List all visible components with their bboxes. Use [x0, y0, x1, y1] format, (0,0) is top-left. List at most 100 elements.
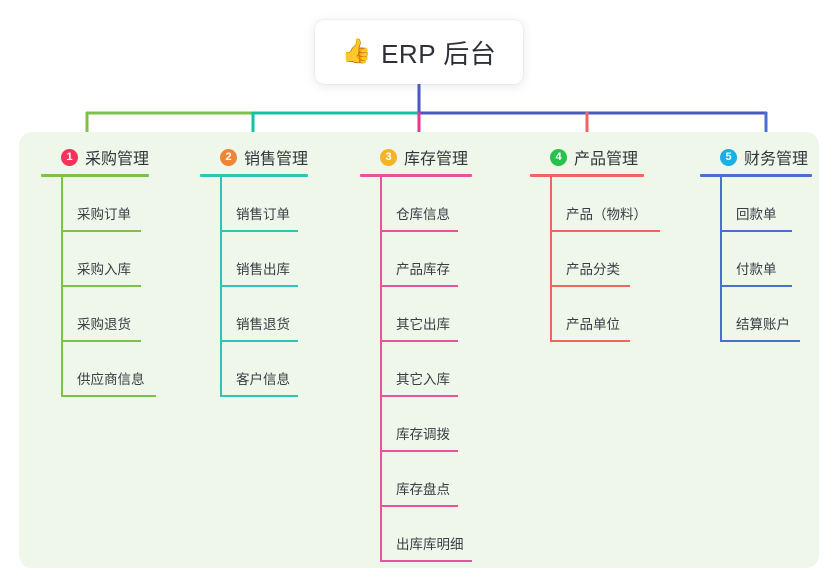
leaf-node-rule	[220, 395, 298, 397]
leaf-node-rule	[550, 230, 660, 232]
branch-title-2: 销售管理	[244, 151, 309, 168]
leaf-node[interactable]: 回款单	[700, 177, 812, 232]
leaf-node[interactable]: 产品单位	[530, 287, 644, 342]
branch-column-4: 4 产品管理产品（物料） 产品分类产品单位	[530, 144, 660, 342]
leaf-node-rule	[380, 340, 458, 342]
root-node-title: ERP 后台	[381, 38, 497, 69]
branch-badge-4: 4	[550, 148, 567, 166]
leaf-node-label: 仓库信息	[396, 207, 450, 222]
branch-header-1[interactable]: 1 采购管理	[41, 144, 149, 170]
branch-title-1: 采购管理	[85, 151, 150, 168]
leaf-node[interactable]: 采购订单	[41, 177, 149, 232]
leaf-node[interactable]: 其它出库	[360, 287, 472, 342]
branch-badge-3: 3	[380, 148, 397, 166]
branch-column-5: 5 财务管理回款单付款单结算账户	[700, 144, 812, 342]
branch-body-5: 回款单付款单结算账户	[700, 177, 812, 342]
branch-column-2: 2 销售管理销售订单销售出库销售退货客户信息	[200, 144, 308, 397]
branch-rule-5	[700, 174, 812, 177]
branch-body-3: 仓库信息产品库存其它出库其它入库库存调拨库存盘点出库库明细	[360, 177, 472, 562]
leaf-node-label: 产品单位	[566, 317, 620, 332]
leaf-node[interactable]: 销售退货	[200, 287, 308, 342]
leaf-node-rule	[61, 230, 141, 232]
root-node[interactable]: 👍 ERP 后台	[315, 20, 523, 84]
leaf-node-label: 付款单	[736, 262, 777, 277]
leaf-node[interactable]: 结算账户	[700, 287, 812, 342]
leaf-node-rule	[380, 505, 458, 507]
branch-spine-4	[550, 177, 552, 342]
leaf-node-label: 销售出库	[236, 262, 290, 277]
leaf-node-rule	[380, 450, 458, 452]
leaf-node-label: 销售退货	[236, 317, 290, 332]
branch-badge-1: 1	[61, 148, 78, 166]
leaf-node[interactable]: 付款单	[700, 232, 812, 287]
leaf-node[interactable]: 销售出库	[200, 232, 308, 287]
leaf-node-rule	[61, 285, 141, 287]
branch-rule-3	[360, 174, 472, 177]
branch-badge-2: 2	[220, 148, 237, 166]
branch-spine-3	[380, 177, 382, 562]
leaf-node[interactable]: 仓库信息	[360, 177, 472, 232]
leaf-node-rule	[380, 285, 458, 287]
branch-body-2: 销售订单销售出库销售退货客户信息	[200, 177, 308, 397]
branch-rule-1	[41, 174, 149, 177]
branch-badge-5: 5	[720, 148, 737, 166]
leaf-node-rule	[61, 395, 156, 397]
branch-column-1: 1 采购管理采购订单采购入库采购退货供应商信息	[41, 144, 156, 397]
leaf-node[interactable]: 出库库明细	[360, 507, 472, 562]
thumbs-up-icon: 👍	[341, 38, 373, 65]
leaf-node[interactable]: 采购入库	[41, 232, 149, 287]
branch-spine-1	[61, 177, 63, 397]
leaf-node[interactable]: 销售订单	[200, 177, 308, 232]
leaf-node-label: 其它出库	[396, 317, 450, 332]
leaf-node-rule	[380, 230, 458, 232]
leaf-node-label: 销售订单	[236, 207, 290, 222]
leaf-node-label: 出库库明细	[396, 537, 464, 552]
leaf-node-rule	[380, 395, 458, 397]
leaf-node-label: 回款单	[736, 207, 777, 222]
leaf-node-rule	[720, 230, 792, 232]
branches-panel	[19, 132, 819, 568]
branch-spine-2	[220, 177, 222, 397]
leaf-node-label: 采购退货	[77, 317, 131, 332]
leaf-node[interactable]: 其它入库	[360, 342, 472, 397]
leaf-node[interactable]: 库存盘点	[360, 452, 472, 507]
leaf-node[interactable]: 采购退货	[41, 287, 149, 342]
branch-title-4: 产品管理	[574, 151, 639, 168]
branch-header-2[interactable]: 2 销售管理	[200, 144, 308, 170]
leaf-node-rule	[220, 340, 298, 342]
leaf-node[interactable]: 产品分类	[530, 232, 644, 287]
leaf-node-rule	[550, 285, 630, 287]
leaf-node-rule	[550, 340, 630, 342]
branch-spine-5	[720, 177, 722, 342]
leaf-node-label: 产品（物料）	[566, 207, 647, 222]
leaf-node-label: 库存盘点	[396, 482, 450, 497]
leaf-node[interactable]: 产品（物料）	[530, 177, 660, 232]
leaf-node-rule	[720, 340, 800, 342]
branch-header-5[interactable]: 5 财务管理	[700, 144, 812, 170]
leaf-node-label: 采购入库	[77, 262, 131, 277]
leaf-node-label: 供应商信息	[77, 372, 145, 387]
leaf-node-rule	[720, 285, 792, 287]
leaf-node-rule	[220, 285, 298, 287]
branch-body-4: 产品（物料） 产品分类产品单位	[530, 177, 660, 342]
branch-title-5: 财务管理	[744, 151, 809, 168]
branch-body-1: 采购订单采购入库采购退货供应商信息	[41, 177, 156, 397]
branch-rule-2	[200, 174, 308, 177]
leaf-node[interactable]: 产品库存	[360, 232, 472, 287]
leaf-node-label: 其它入库	[396, 372, 450, 387]
leaf-node-label: 采购订单	[77, 207, 131, 222]
branch-rule-4	[530, 174, 644, 177]
leaf-node-rule	[61, 340, 141, 342]
branch-header-4[interactable]: 4 产品管理	[530, 144, 644, 170]
leaf-node[interactable]: 供应商信息	[41, 342, 156, 397]
leaf-node-label: 产品库存	[396, 262, 450, 277]
leaf-node-label: 客户信息	[236, 372, 290, 387]
root-node-label: 👍 ERP 后台	[342, 34, 497, 71]
branch-columns: 1 采购管理采购订单采购入库采购退货供应商信息 2 销售管理销售订单销售出库销售退货客…	[19, 132, 819, 568]
leaf-node[interactable]: 库存调拨	[360, 397, 472, 452]
leaf-node-label: 产品分类	[566, 262, 620, 277]
leaf-node[interactable]: 客户信息	[200, 342, 308, 397]
